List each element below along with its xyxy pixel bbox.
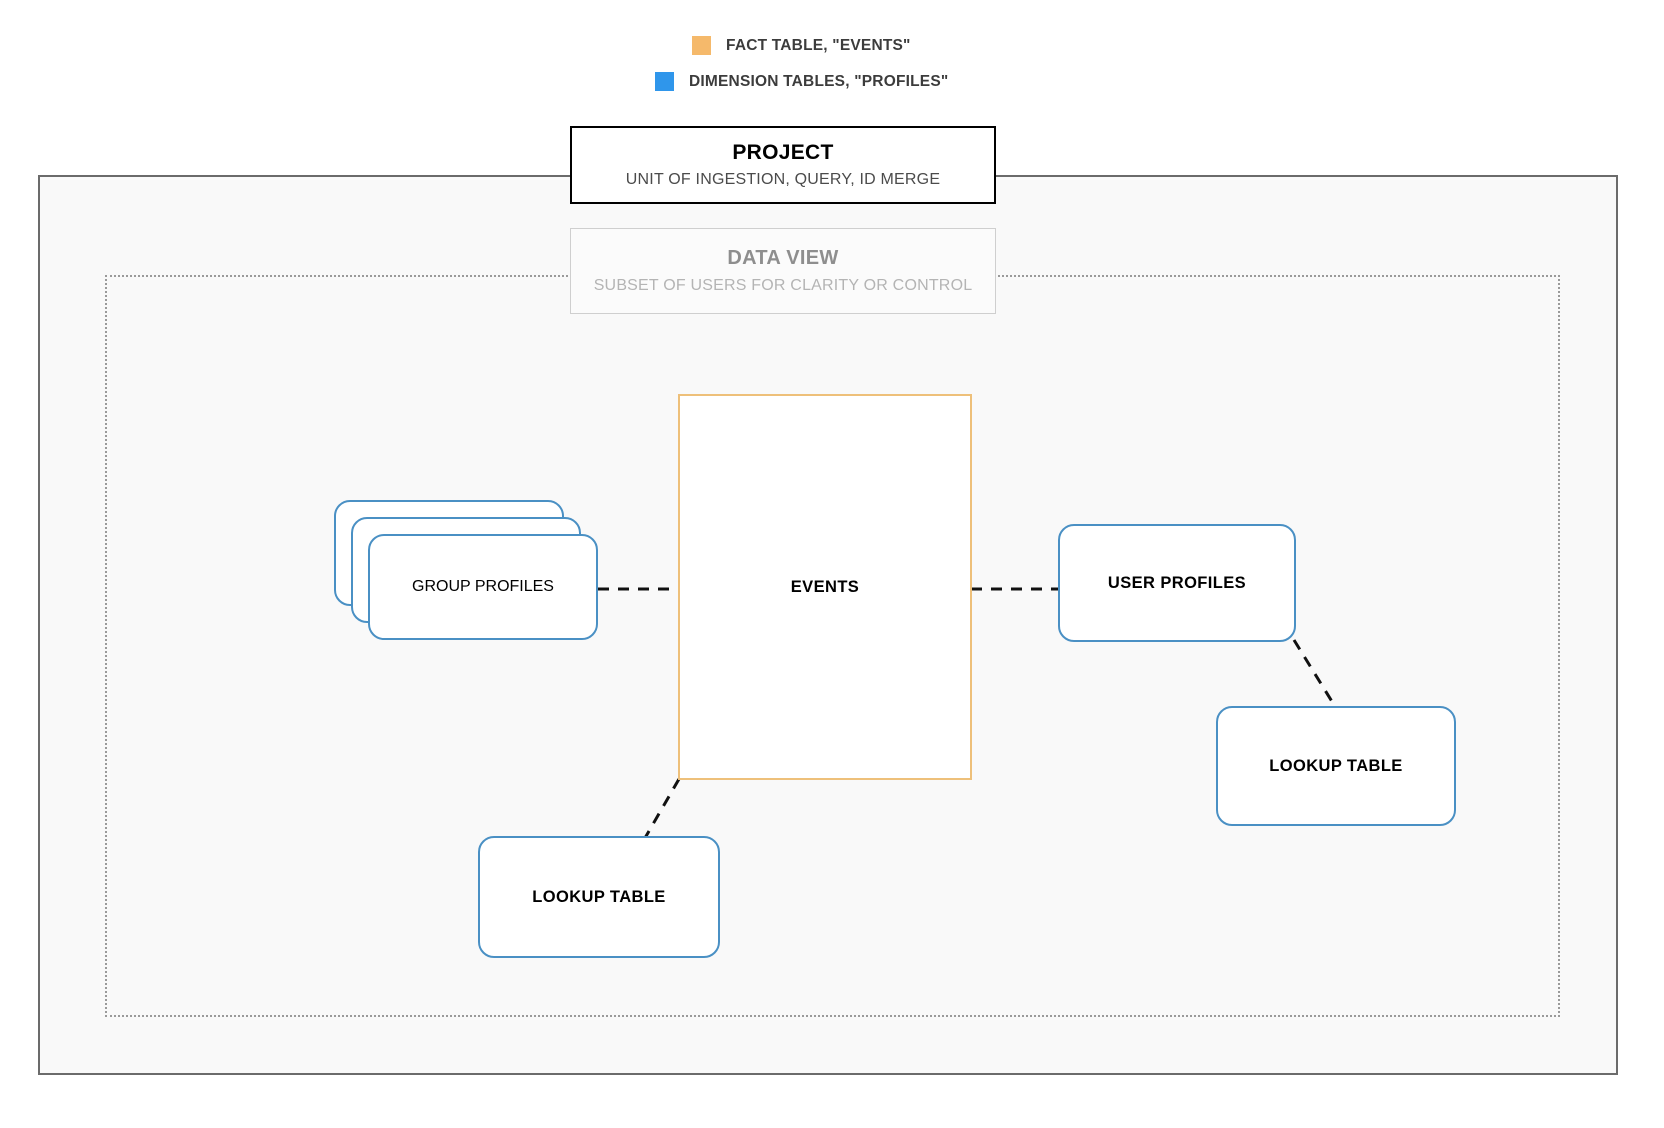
project-subtitle: UNIT OF INGESTION, QUERY, ID MERGE xyxy=(625,171,941,189)
node-group-profiles-label: GROUP PROFILES xyxy=(412,578,554,595)
project-title: PROJECT xyxy=(732,141,834,165)
square-swatch-icon-dimension xyxy=(655,72,674,91)
node-user-profiles[interactable]: USER PROFILES xyxy=(1058,524,1296,642)
node-group-profiles[interactable]: GROUP PROFILES xyxy=(334,500,598,640)
square-swatch-icon-fact xyxy=(692,36,711,55)
data-view-card: DATA VIEW SUBSET OF USERS FOR CLARITY OR… xyxy=(570,228,996,314)
node-events-label: EVENTS xyxy=(790,577,860,596)
node-user-profiles-label: USER PROFILES xyxy=(1107,573,1247,592)
node-lookup-table-right-label: LOOKUP TABLE xyxy=(1269,756,1403,775)
data-view-title: DATA VIEW xyxy=(727,247,839,270)
node-lookup-table-right[interactable]: LOOKUP TABLE xyxy=(1216,706,1456,826)
data-view-subtitle: SUBSET OF USERS FOR CLARITY OR CONTROL xyxy=(593,277,973,295)
node-events[interactable]: EVENTS xyxy=(678,394,972,780)
legend-item-dimension-tables: DIMENSION TABLES, "PROFILES" xyxy=(655,72,948,91)
node-group-profiles-card-front[interactable]: GROUP PROFILES xyxy=(368,534,598,640)
node-lookup-table-left[interactable]: LOOKUP TABLE xyxy=(478,836,720,958)
legend-item-fact-table: FACT TABLE, "EVENTS" xyxy=(692,36,911,55)
legend-label-dimension-tables: DIMENSION TABLES, "PROFILES" xyxy=(689,72,949,90)
node-lookup-table-left-label: LOOKUP TABLE xyxy=(532,887,666,906)
legend-label-fact-table: FACT TABLE, "EVENTS" xyxy=(726,36,911,54)
project-card: PROJECT UNIT OF INGESTION, QUERY, ID MER… xyxy=(570,126,996,204)
